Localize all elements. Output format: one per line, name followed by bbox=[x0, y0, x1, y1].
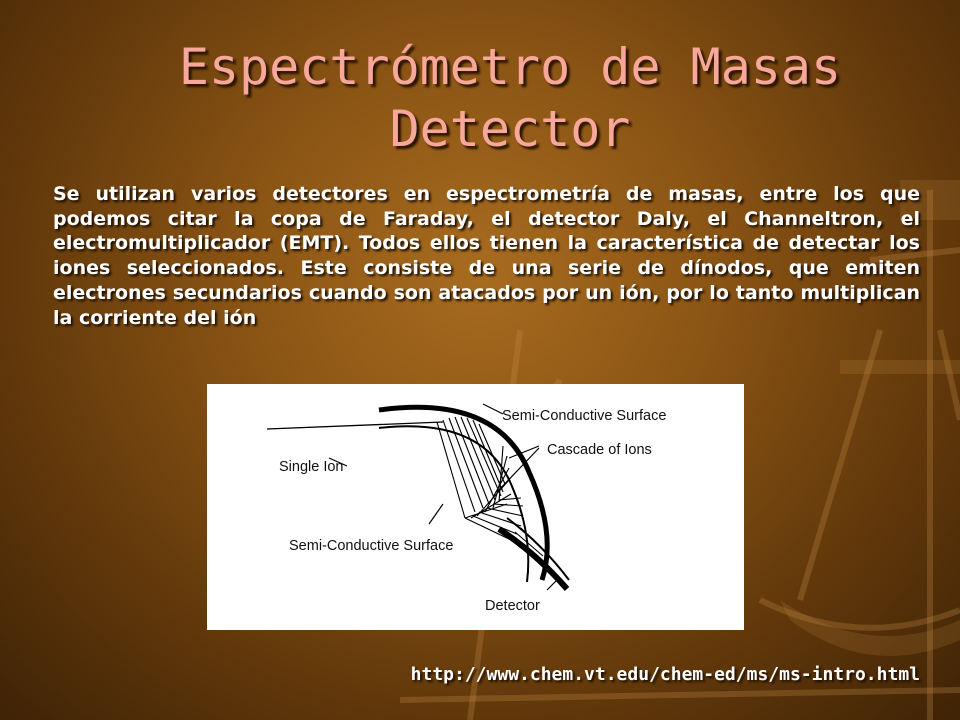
slide-title: Espectrómetro de Masas Detector bbox=[0, 36, 960, 160]
title-line-1: Espectrómetro de Masas bbox=[178, 38, 842, 96]
label-detector: Detector bbox=[485, 598, 540, 614]
body-paragraph: Se utilizan varios detectores en espectr… bbox=[53, 183, 920, 329]
label-single-ion: Single Ion bbox=[279, 459, 344, 475]
detector-diagram: Semi-Conductive Surface Single Ion Casca… bbox=[207, 384, 744, 630]
single-ion-line bbox=[266, 421, 444, 430]
leader-lines bbox=[328, 403, 558, 591]
lower-arc-inner bbox=[506, 517, 570, 581]
ion-cascade bbox=[436, 416, 548, 561]
label-cascade: Cascade of Ions bbox=[547, 442, 652, 458]
title-line-2: Detector bbox=[389, 100, 631, 158]
outer-curve bbox=[378, 404, 550, 581]
source-url[interactable]: http://www.chem.vt.edu/chem-ed/ms/ms-int… bbox=[410, 664, 920, 685]
lower-arc bbox=[497, 526, 570, 591]
label-bottom-surface: Semi-Conductive Surface bbox=[289, 538, 453, 554]
label-top-surface: Semi-Conductive Surface bbox=[502, 408, 666, 424]
